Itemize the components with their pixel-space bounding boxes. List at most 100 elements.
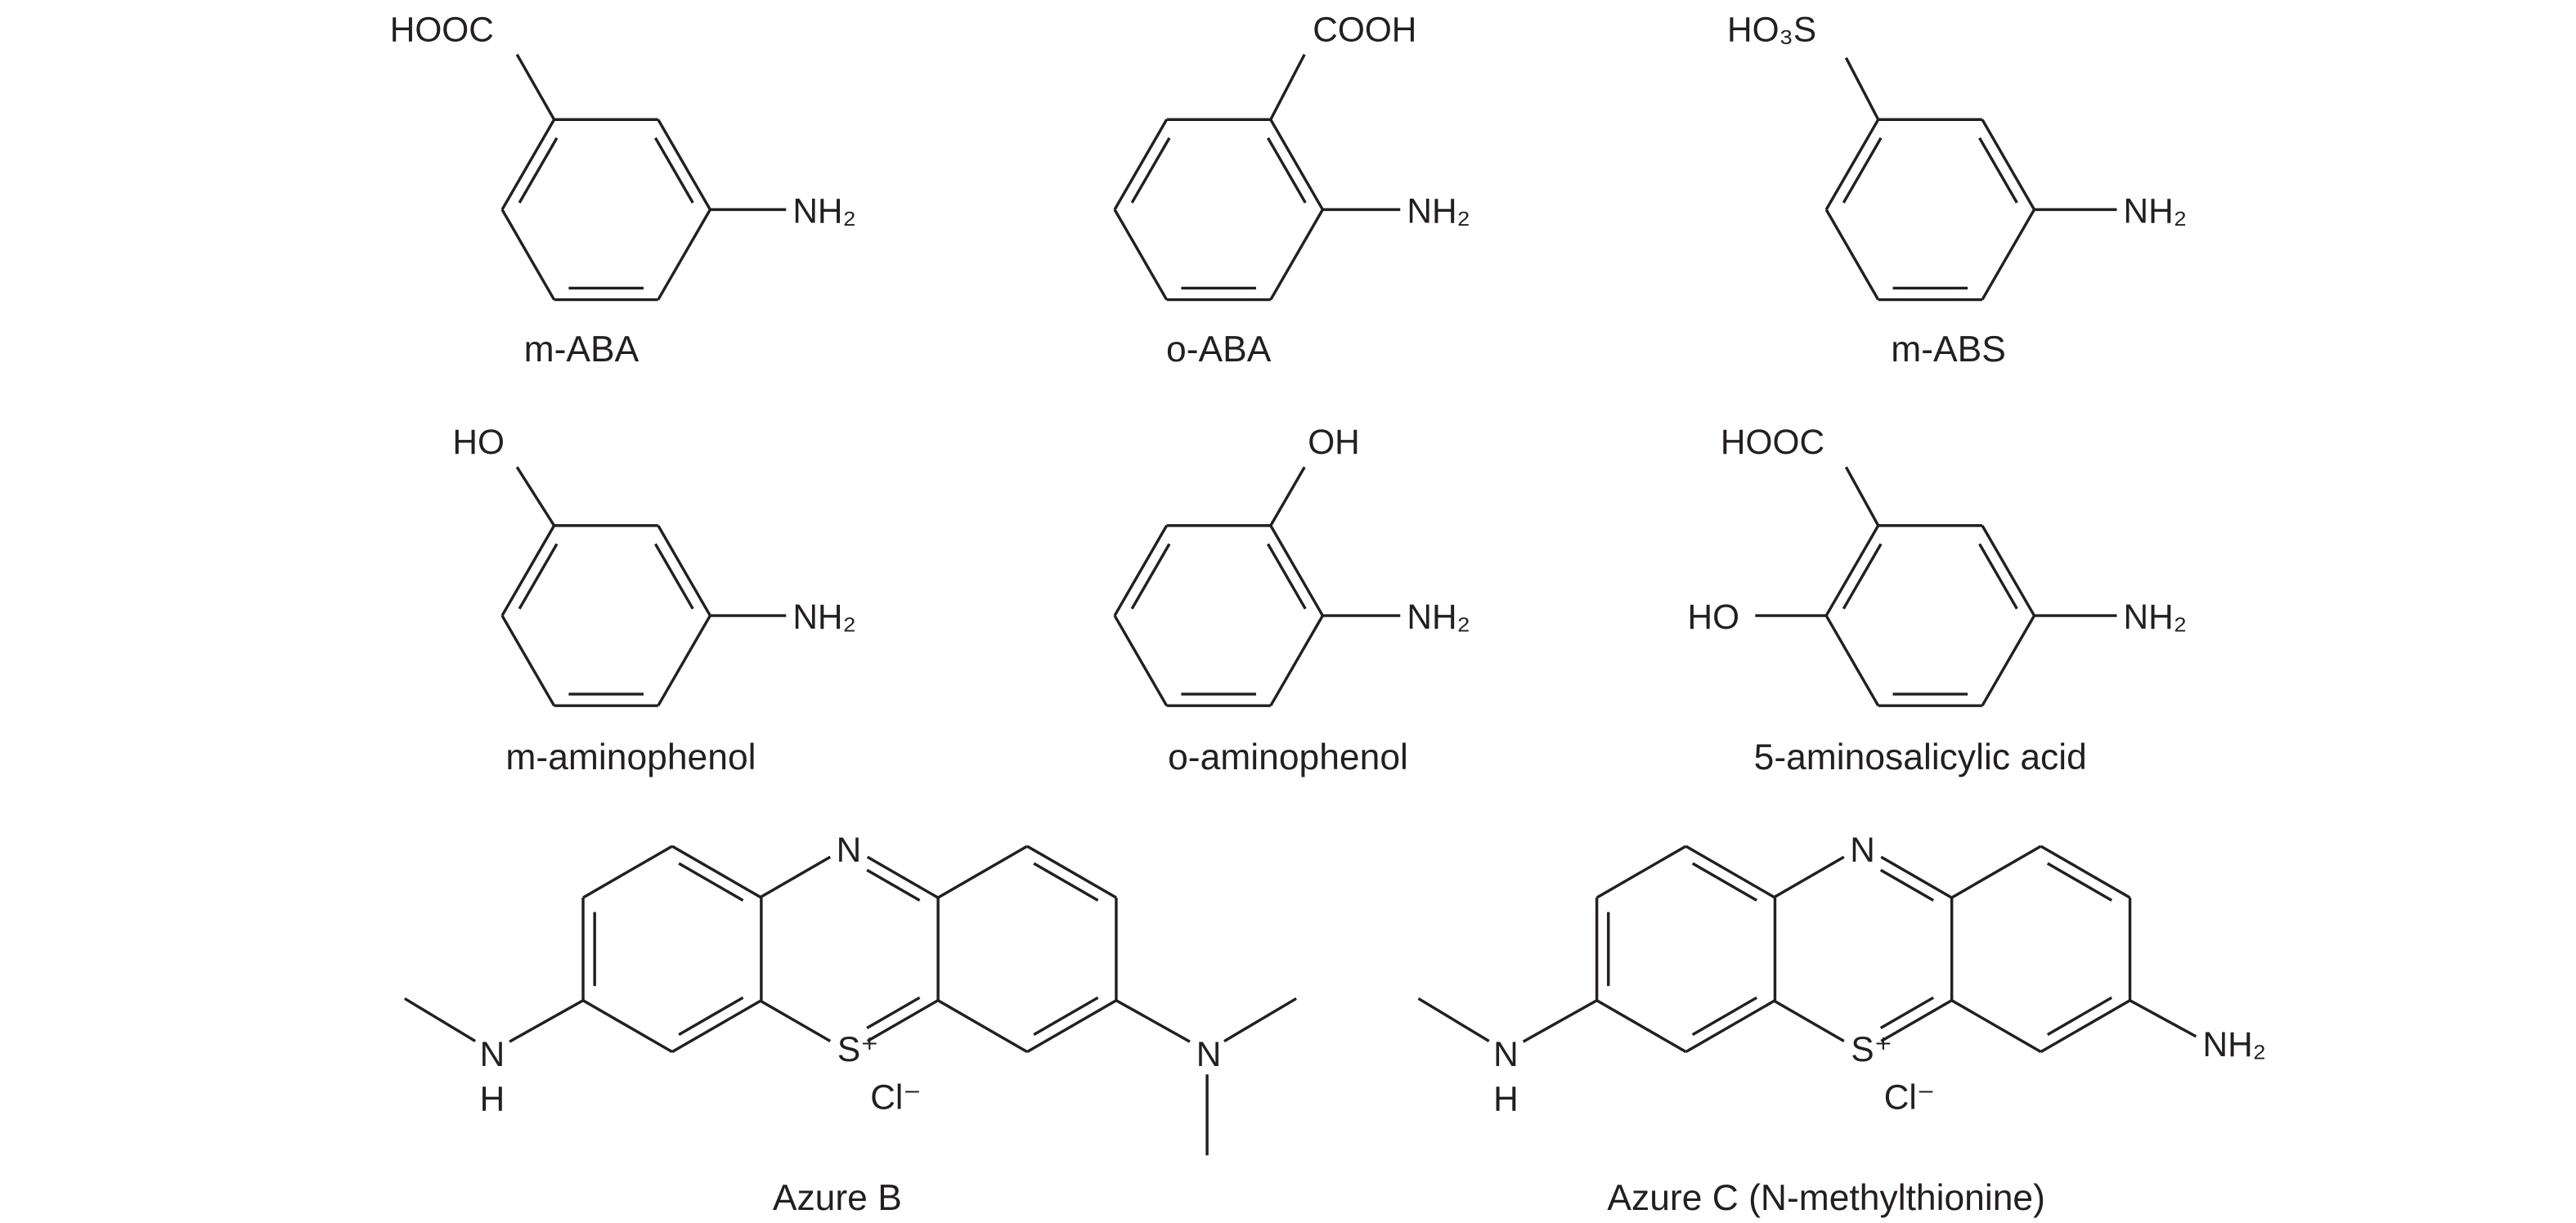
ring-bond [1026, 999, 1117, 1054]
double-bond-inner-line [653, 543, 694, 610]
ring-bond [1113, 525, 1169, 616]
double-bond-inner-line [2046, 996, 2113, 1037]
methyl-bond [1223, 997, 1297, 1043]
atom-label: N [1850, 831, 1875, 869]
ring-bond [657, 119, 711, 211]
atom-label: N [837, 831, 862, 869]
double-bond-inner-line [866, 868, 921, 902]
ring-bond [500, 208, 556, 301]
atom-label: H [480, 1080, 505, 1118]
ring-bond [866, 855, 939, 899]
group-label: NH₂ [1407, 598, 1470, 636]
counter-ion: Cl⁻ [870, 1078, 921, 1117]
substituent-bond [1269, 53, 1306, 121]
substituent-bond [1115, 999, 1191, 1043]
ring-bond [1269, 119, 1324, 211]
double-bond-inner-line [1842, 137, 1883, 204]
group-label: OH [1308, 423, 1360, 461]
ring-bond [671, 999, 762, 1054]
double-bond-inner-line [1266, 137, 1307, 204]
substituent-bond [515, 53, 556, 121]
double-bond-inner-line [1978, 137, 2018, 204]
ring-bond [1981, 615, 2036, 707]
double-bond-inner-line [1033, 862, 1099, 902]
double-bond-inner-line [1691, 996, 1758, 1037]
compound-m-aminophenol: HO NH₂ m-aminophenol [452, 423, 856, 777]
atom-label: N [480, 1035, 505, 1073]
substituent-bond [509, 999, 584, 1043]
double-bond-inner-line [518, 543, 559, 610]
ring-bond [1880, 999, 1953, 1043]
compound-azure-b: N S⁺ Cl⁻ N H N Azure B [480, 831, 1222, 1218]
ring-bond [759, 855, 832, 899]
compound-name: Azure B [773, 1178, 902, 1218]
substituent-bond [1844, 56, 1880, 121]
compound-name: m-ABA [524, 329, 640, 370]
atom-label: N [1196, 1035, 1222, 1073]
atom-label: S⁺ [1851, 1030, 1892, 1068]
double-bond-inner-line [1978, 543, 2018, 610]
compound-o-aba: COOH NH₂ o-ABA [1166, 10, 1470, 370]
methyl-bond [404, 997, 477, 1042]
double-bond-inner-line [1130, 543, 1171, 610]
methyl-bond [1417, 997, 1490, 1042]
ring-bond [1113, 615, 1169, 707]
ring-bond [937, 999, 1028, 1054]
group-label: NH₂ [792, 192, 856, 231]
atom-label: N [1493, 1035, 1519, 1073]
ring-bond [2040, 999, 2131, 1054]
counter-ion: Cl⁻ [1884, 1078, 1935, 1117]
group-label: NH₂ [792, 598, 856, 636]
substituent-bond [1844, 466, 1880, 526]
ring-bond [1685, 999, 1776, 1054]
compound-name: 5-aminosalicylic acid [1754, 737, 2087, 777]
ring-bond [1113, 208, 1169, 301]
compound-o-aminophenol: OH NH₂ o-aminophenol [1168, 423, 1470, 777]
atom-label: H [1493, 1080, 1519, 1118]
ring-bond [1824, 615, 1880, 707]
ring-bond [671, 844, 762, 899]
ring-bond [937, 844, 1028, 899]
group-label: HO₃S [1727, 10, 1816, 48]
ring-bond [1685, 844, 1776, 899]
double-bond-inner-line [1266, 543, 1307, 610]
double-bond-inner-line [1130, 137, 1171, 204]
double-bond-inner-line [866, 996, 921, 1030]
compound-m-abs: HO₃S NH₂ m-ABS [1727, 10, 2187, 370]
double-bond-inner-line [653, 137, 694, 204]
group-label: HO [1688, 598, 1740, 636]
group-label: COOH [1313, 10, 1416, 48]
ring-bond [1950, 999, 2042, 1054]
group-label: HOOC [390, 10, 494, 48]
compound-name: m-ABS [1891, 329, 2006, 370]
ring-bond [657, 208, 711, 301]
group-label: HO [452, 423, 505, 461]
ring-bond [1824, 119, 1880, 211]
atom-label: S⁺ [837, 1030, 879, 1068]
double-bond-inner-line [1842, 543, 1883, 610]
ring-bond [582, 844, 673, 899]
double-bond-inner-line [1033, 996, 1099, 1037]
ring-bond [1981, 525, 2036, 616]
group-label: NH₂ [2202, 1025, 2266, 1064]
group-label: HOOC [1721, 423, 1824, 461]
double-bond-inner-line [678, 862, 744, 902]
compound-name: o-aminophenol [1168, 737, 1408, 777]
ring-bond [1026, 844, 1117, 899]
double-bond-inner-line [1879, 868, 1935, 902]
ring-bond [1880, 855, 1953, 899]
ring-bond [1981, 119, 2036, 211]
substituent-bond [515, 466, 556, 526]
ring-bond [500, 615, 556, 707]
compound-name: Azure C (N-methylthionine) [1607, 1178, 2045, 1218]
double-bond-inner-line [678, 996, 744, 1037]
compound-5-aminosalicylic-acid: HOOC HO NH₂ 5-aminosalicylic acid [1688, 423, 2188, 777]
ring-bond [500, 119, 556, 211]
ring-bond [1824, 208, 1880, 301]
compound-name: o-ABA [1166, 329, 1272, 370]
ring-bond [500, 525, 556, 616]
ring-bond [1981, 208, 2036, 301]
compound-azure-c: N S⁺ Cl⁻ N H NH₂ Azure C (N-methylthioni… [1493, 831, 2266, 1218]
substituent-bond [1269, 466, 1306, 526]
